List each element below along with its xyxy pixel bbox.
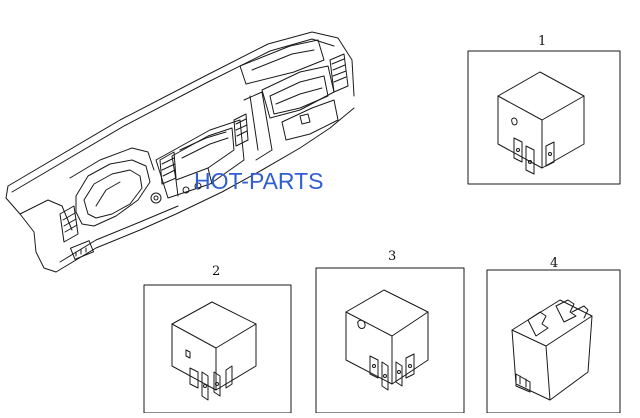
- part-3-callout: 3: [388, 249, 397, 264]
- part-4-callout: 4: [550, 256, 559, 271]
- part-1-callout: 1: [538, 34, 547, 49]
- part-2-callout: 2: [212, 264, 221, 279]
- part-1-relay: [497, 71, 585, 175]
- part-3-relay: [345, 289, 429, 391]
- dashboard-illustration: [5, 31, 355, 273]
- part-4-relay: [511, 299, 593, 401]
- part-3-frame: [315, 267, 465, 414]
- watermark-text: HOT-PARTS: [194, 168, 324, 194]
- part-1-frame: [467, 50, 621, 185]
- part-2-relay: [171, 301, 257, 401]
